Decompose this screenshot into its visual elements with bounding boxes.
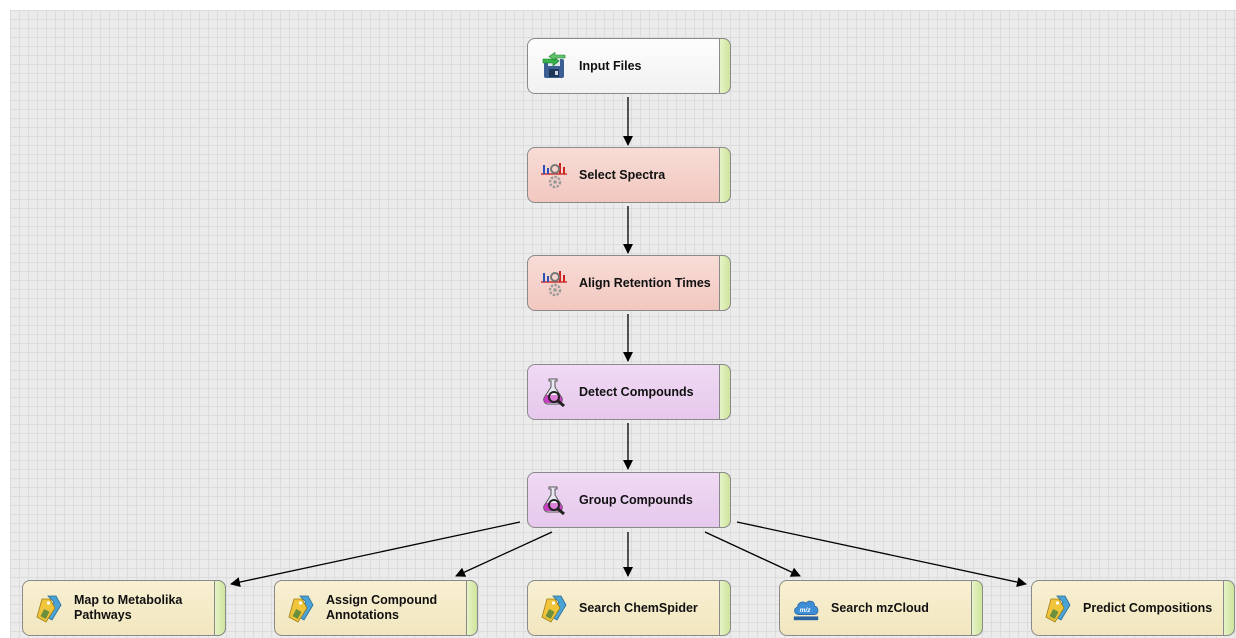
tags-icon — [1043, 593, 1073, 623]
floppy-disk-icon — [539, 51, 569, 81]
node-connector-tab — [719, 38, 731, 94]
node-label: Input Files — [579, 58, 642, 73]
node-predict-compositions[interactable]: Predict Compositions — [1031, 580, 1235, 636]
node-label: Align Retention Times — [579, 275, 711, 290]
node-connector-tab — [1223, 580, 1235, 636]
workflow-canvas — [10, 10, 1236, 638]
flask-magnifier-icon — [539, 377, 569, 407]
node-map-to-metabolika-pathways[interactable]: Map to Metabolika Pathways — [22, 580, 226, 636]
svg-text:m/z: m/z — [800, 607, 812, 614]
tags-icon — [539, 593, 569, 623]
flask-magnifier-icon — [539, 485, 569, 515]
node-connector-tab — [466, 580, 478, 636]
node-connector-tab — [719, 472, 731, 528]
node-label: Search mzCloud — [831, 600, 929, 615]
spectrum-gear-icon — [539, 160, 569, 190]
node-connector-tab — [719, 255, 731, 311]
node-label: Select Spectra — [579, 167, 666, 182]
node-connector-tab — [719, 580, 731, 636]
edge-group-to-compositions — [736, 521, 1027, 588]
edge-group-to-mzcloud — [704, 531, 801, 577]
node-label: Detect Compounds — [579, 384, 694, 399]
node-input-files[interactable]: Input Files — [527, 38, 731, 94]
node-connector-tab — [719, 364, 731, 420]
tags-icon — [34, 593, 64, 623]
node-search-chemspider[interactable]: Search ChemSpider — [527, 580, 731, 636]
node-label: Group Compounds — [579, 492, 693, 507]
node-assign-compound-annotations[interactable]: Assign Compound Annotations — [274, 580, 478, 636]
node-select-spectra[interactable]: Select Spectra — [527, 147, 731, 203]
edge-group-to-annotations — [455, 531, 553, 577]
node-search-mzcloud[interactable]: m/z Search mzCloud — [779, 580, 983, 636]
tags-icon — [286, 593, 316, 623]
node-label: Predict Compositions — [1083, 600, 1213, 615]
node-connector-tab — [719, 147, 731, 203]
mzcloud-icon: m/z — [791, 593, 821, 623]
node-label: Search ChemSpider — [579, 600, 698, 615]
node-connector-tab — [971, 580, 983, 636]
node-detect-compounds[interactable]: Detect Compounds — [527, 364, 731, 420]
node-connector-tab — [214, 580, 226, 636]
edge-group-to-metabolika — [230, 521, 521, 588]
node-label: Assign Compound Annotations — [326, 593, 438, 622]
spectrum-gear-icon — [539, 268, 569, 298]
node-label: Map to Metabolika Pathways — [74, 593, 183, 622]
node-align-retention-times[interactable]: Align Retention Times — [527, 255, 731, 311]
node-group-compounds[interactable]: Group Compounds — [527, 472, 731, 528]
